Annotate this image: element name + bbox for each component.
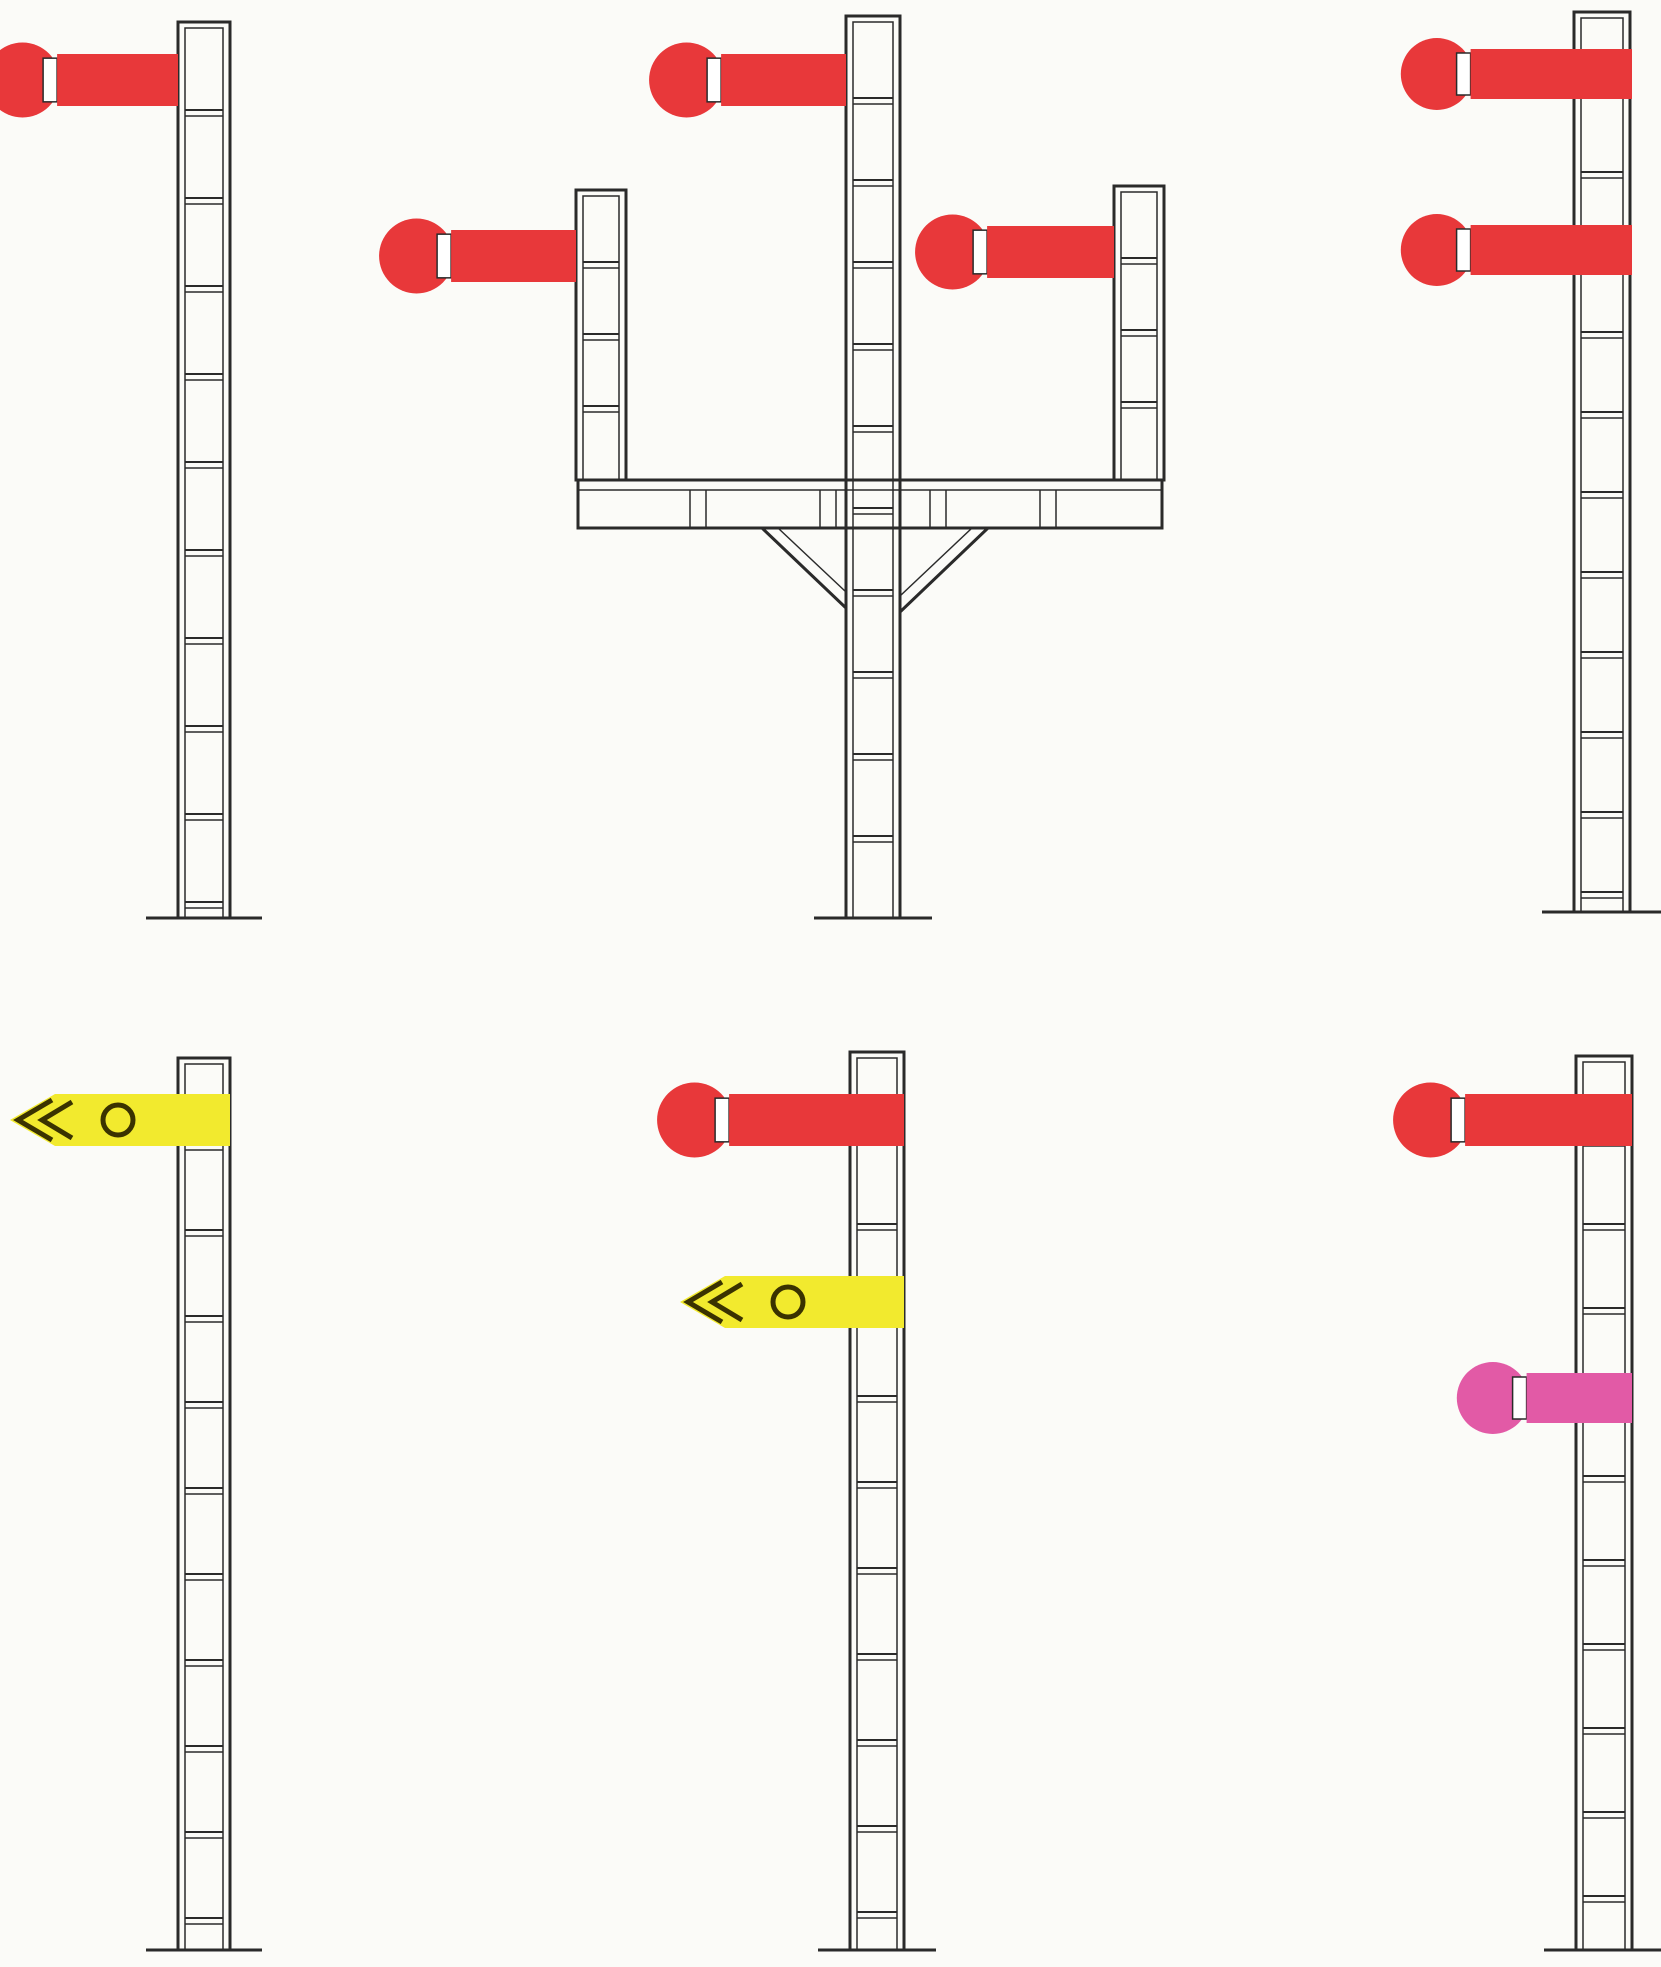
arm-lamp-disc [657, 1082, 732, 1158]
gantry-platform [576, 478, 1164, 530]
pink-arm [1456, 1362, 1632, 1434]
mast [574, 188, 628, 482]
arm-blade [1465, 1094, 1632, 1146]
signal-single-red [0, 20, 262, 920]
arm-blade [1470, 49, 1632, 99]
arm-blade [1470, 225, 1632, 275]
chevron-outer [13, 1097, 54, 1143]
red-arm [657, 1082, 904, 1158]
mast [818, 1050, 936, 1952]
arm-lamp-disc [1400, 38, 1473, 110]
mast [146, 1056, 262, 1952]
red-arm [1393, 1082, 1632, 1158]
red-arm [1400, 214, 1632, 286]
red-arm [0, 42, 178, 118]
signal-single-yellow [10, 1056, 262, 1952]
mast [1544, 1054, 1661, 1952]
arm-blade [987, 226, 1114, 278]
mast [814, 14, 932, 920]
arm-collar [1455, 228, 1472, 272]
arm-collar [972, 229, 988, 275]
red-arm [649, 42, 846, 118]
arm-lamp-disc [379, 218, 454, 294]
arm-lamp-disc [1393, 1082, 1468, 1158]
arm-lens-ring [100, 1102, 136, 1138]
chevron-inner [707, 1281, 744, 1323]
mast [146, 20, 262, 920]
chevron-inner [37, 1099, 74, 1141]
red-arm [379, 218, 576, 294]
arm-lamp-disc [649, 42, 724, 118]
red-arm [1400, 38, 1632, 110]
signal-red-over-yellow [657, 1050, 936, 1952]
arm-collar [1511, 1376, 1528, 1420]
arm-collar [42, 57, 58, 103]
arm-collar [436, 233, 452, 279]
arm-lamp-disc [1456, 1362, 1529, 1434]
arm-collar [1455, 52, 1472, 96]
signal-double-red [1400, 10, 1661, 914]
arm-blade [451, 230, 576, 282]
arm-blade [1526, 1373, 1632, 1423]
brace-left [760, 526, 848, 610]
signal-red-over-pink [1393, 1054, 1661, 1952]
chevron-outer [683, 1279, 724, 1325]
yellow-fishtail-arm [10, 1094, 230, 1146]
arm-lamp-disc [915, 214, 990, 290]
brace-left-inner [777, 527, 847, 593]
arm-collar [706, 57, 722, 103]
arm-lamp-disc [1400, 214, 1473, 286]
arm-lens-ring [770, 1284, 806, 1320]
mast [1542, 10, 1661, 914]
yellow-fishtail-arm [680, 1276, 904, 1328]
red-arm [915, 214, 1114, 290]
brace-right [898, 526, 990, 614]
signal-bracket-gantry [379, 14, 1166, 920]
arm-blade [57, 54, 178, 106]
arm-collar [714, 1097, 730, 1143]
arm-collar [1450, 1097, 1466, 1143]
mast [1112, 184, 1166, 482]
arm-blade [729, 1094, 904, 1146]
brace-right-inner [899, 527, 973, 597]
arm-blade [721, 54, 846, 106]
